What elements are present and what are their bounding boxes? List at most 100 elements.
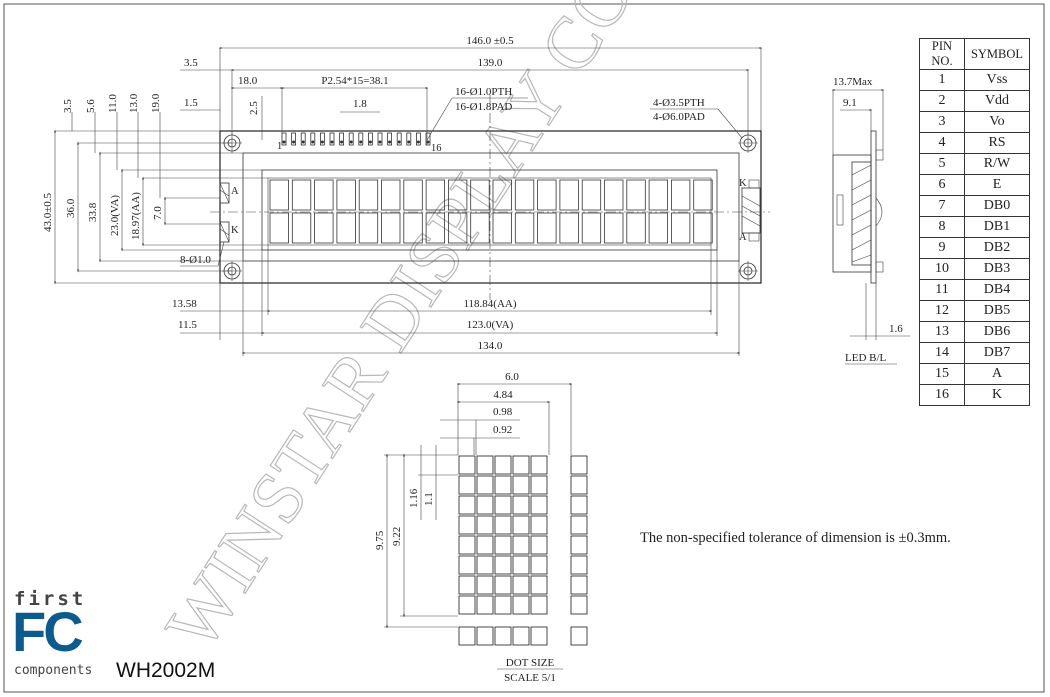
pin-hole — [301, 140, 305, 144]
caption-scale: SCALE 5/1 — [504, 672, 556, 684]
dot — [570, 495, 588, 515]
backlight-block-right — [741, 187, 761, 234]
pin-symbol: DB2 — [964, 237, 1030, 259]
char-cell — [693, 179, 713, 211]
char-cell — [671, 179, 691, 211]
cursor-dot — [458, 626, 476, 646]
pin-symbol: DB6 — [964, 321, 1030, 343]
char-cell — [559, 212, 579, 244]
drawing-border — [3, 3, 1045, 693]
label-led-backlight: LED B/L — [845, 352, 887, 364]
pin-hole — [311, 140, 315, 144]
pin-symbol: DB0 — [964, 195, 1030, 217]
pin-symbol: DB5 — [964, 300, 1030, 322]
dim-va-width: 123.0(VA) — [467, 319, 514, 331]
pin-pad — [339, 132, 345, 146]
char-cell — [269, 212, 289, 244]
pin-number: 4 — [919, 132, 965, 154]
led-cathode-label-left: K — [231, 225, 239, 236]
dim-h36: 36.0 — [65, 198, 77, 218]
dot — [570, 515, 588, 535]
dim-h7: 7.0 — [152, 206, 164, 220]
char-cell — [626, 212, 646, 244]
char-cell — [425, 179, 446, 211]
pin-number: 2 — [919, 90, 965, 112]
char-cell — [626, 179, 646, 211]
dim-dot-pitch-h: 0.98 — [493, 406, 513, 418]
note-mount-pad: 4-Ø6.0PAD — [653, 111, 705, 123]
dot — [458, 495, 476, 515]
dot — [512, 515, 530, 535]
pin-number: 3 — [919, 111, 965, 133]
dim-va-offset: 11.5 — [178, 319, 197, 331]
pin-number: 15 — [919, 363, 965, 385]
dim-left-offset: 3.5 — [184, 57, 198, 69]
character-cells — [269, 179, 713, 244]
dot — [512, 555, 530, 575]
cursor-dot — [530, 626, 548, 646]
dot — [570, 535, 588, 555]
dim-mounting-width: 139.0 — [478, 57, 503, 69]
pin-hole — [330, 140, 334, 144]
pin-pad — [319, 132, 325, 146]
pin-number: 8 — [919, 216, 965, 238]
pin-hole — [368, 140, 372, 144]
pin-symbol: R/W — [964, 153, 1030, 175]
char-cell — [537, 179, 557, 211]
dim-v11-0: 11.0 — [107, 94, 119, 113]
pin-symbol: DB1 — [964, 216, 1030, 238]
char-cell — [604, 212, 624, 244]
pin-pad — [358, 132, 364, 146]
pin-symbol: DB4 — [964, 279, 1030, 301]
pin-symbol: Vdd — [964, 90, 1030, 112]
char-cell — [269, 179, 289, 211]
dot — [494, 535, 512, 555]
pin-hole — [282, 140, 286, 144]
pin-header — [281, 132, 431, 146]
char-cell — [314, 212, 334, 244]
logo-components-text: components — [14, 663, 93, 678]
tolerance-note: The non-specified tolerance of dimension… — [640, 530, 951, 546]
char-cell — [358, 179, 379, 211]
dot — [476, 535, 494, 555]
dot — [494, 455, 512, 475]
dot — [494, 555, 512, 575]
symbol-header: SYMBOL — [964, 38, 1030, 70]
dim-dot-width: 0.92 — [493, 424, 512, 436]
dot — [512, 535, 530, 555]
char-cell — [693, 212, 713, 244]
pin-symbol: RS — [964, 132, 1030, 154]
pin-hole — [340, 140, 344, 144]
left-vertical-dims: 43.0±0.5 36.0 33.8 23.0(VA) 18.97(AA) 7.… — [42, 93, 268, 285]
pcb-outline — [219, 130, 762, 284]
dot — [458, 455, 476, 475]
dim-viewing-height: 23.0(VA) — [109, 195, 121, 236]
char-cell — [336, 179, 356, 211]
dot — [530, 475, 548, 495]
dot — [476, 475, 494, 495]
dot — [512, 495, 530, 515]
pin-hole — [320, 140, 324, 144]
dim-dots-width: 4.84 — [493, 389, 513, 401]
dim-pin-row-height: 2.5 — [248, 101, 260, 115]
dot — [530, 455, 548, 475]
pin-pad — [329, 132, 335, 146]
pin-no-header: PIN NO. — [919, 38, 965, 70]
char-cell — [381, 212, 401, 244]
dot — [494, 515, 512, 535]
dot — [512, 475, 530, 495]
dot — [458, 535, 476, 555]
mounting-hole-tr — [738, 133, 758, 153]
dot — [476, 575, 494, 595]
char-cell — [671, 212, 691, 244]
char-cell — [648, 179, 668, 211]
side-pcb — [870, 130, 877, 284]
